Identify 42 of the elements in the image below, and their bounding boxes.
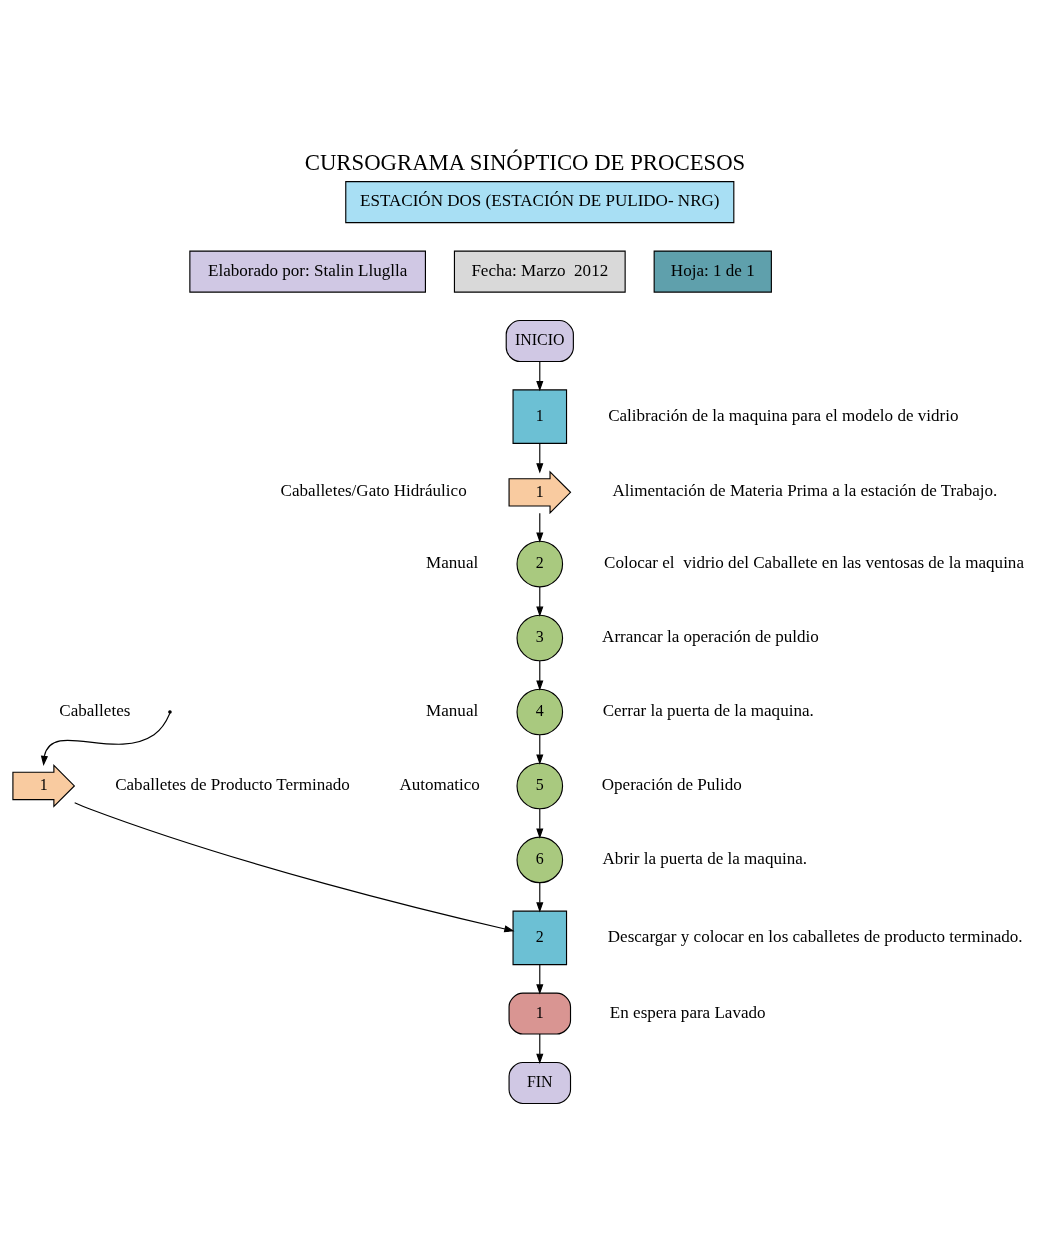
node-label: Manual (426, 700, 479, 720)
arrow (536, 442, 544, 474)
node-label: Caballetes/Gato Hidráulico (280, 481, 467, 501)
node-label: Arrancar la operación de puldio (602, 627, 819, 646)
node-label: Cerrar la puerta de la maquina. (602, 700, 814, 720)
node-box: INICIO (505, 319, 574, 363)
arrow (536, 361, 544, 392)
node-box: Hoja: 1 de 1 (653, 250, 772, 293)
node-label: Alimentación de Materia Prima a la estación de Trabajo. (612, 481, 998, 501)
arrow (40, 712, 171, 767)
arrow (536, 512, 544, 543)
arrow (536, 734, 544, 765)
node-circle: 3 (516, 614, 564, 662)
node-label: Descargar y colocar en los caballetes de producto terminado. (607, 926, 1023, 946)
arrow (536, 964, 544, 995)
arrow (536, 808, 544, 839)
node-circle: 4 (516, 688, 564, 736)
node-box: 1 (512, 389, 568, 444)
node-label: En espera para Lavado (609, 1002, 766, 1022)
node-label: Abrir la puerta de la maquina. (602, 848, 808, 868)
node-circle: 6 (516, 836, 564, 884)
label: Caballetes (59, 700, 131, 720)
arrow (536, 586, 544, 617)
node-label: Automatico (399, 774, 480, 794)
diagram-title: CURSOGRAMA SINÓPTICO DE PROCESOS (304, 150, 746, 176)
arrow (536, 660, 544, 691)
arrow (536, 882, 544, 913)
node-box: ESTACIÓN DOS (ESTACIÓN DE PULIDO- NRG) (345, 181, 735, 224)
node-box: 1 (508, 992, 572, 1035)
arrow (74, 802, 515, 933)
node-label: Calibración de la maquina para el modelo de vidrio (608, 405, 959, 425)
node-box: FIN (508, 1061, 572, 1104)
node-label: Caballetes de Producto Terminado (115, 774, 350, 794)
arrow (536, 1033, 544, 1064)
node-label: Operación de Pulido (601, 774, 742, 794)
node-label: Colocar el vidrio del Caballete en las ventosas de la maquina (604, 553, 1024, 573)
node-label: Manual (426, 553, 479, 573)
node-circle: 2 (516, 540, 564, 588)
node-box: Elaborado por: Stalin Lluglla (189, 250, 426, 293)
node-box: 2 (512, 910, 568, 966)
node-box: Fecha: Marzo 2012 (453, 250, 626, 293)
node-circle: 5 (516, 762, 564, 810)
